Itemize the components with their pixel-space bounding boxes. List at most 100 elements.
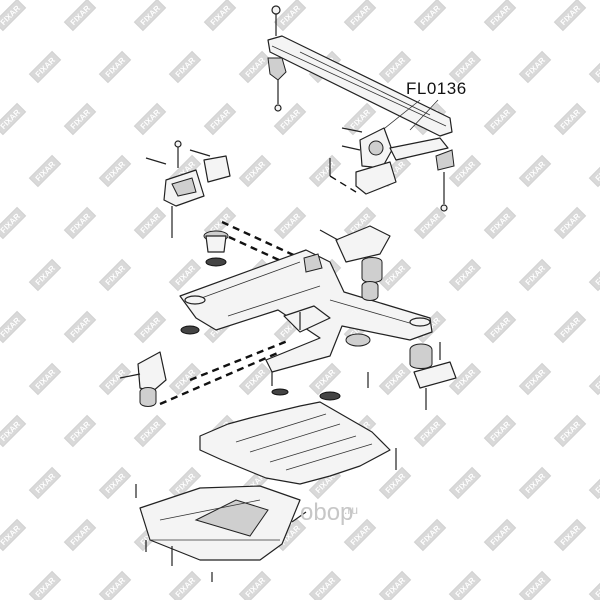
fixar-watermark-badge: FIXAR	[63, 0, 97, 32]
fixar-watermark-badge: FIXAR	[168, 362, 202, 396]
fixar-watermark-badge: FIXAR	[378, 466, 412, 500]
fixar-watermark-badge: FIXAR	[133, 310, 167, 344]
fixar-watermark-badge: FIXAR	[0, 206, 27, 240]
rear-mount-bracket	[319, 225, 391, 283]
fixar-watermark-badge: FIXAR	[378, 258, 412, 292]
fixar-watermark-badge: FIXAR	[448, 50, 482, 84]
fixar-watermark-badge: FIXAR	[98, 258, 132, 292]
fixar-watermark-badge: FIXAR	[98, 570, 132, 600]
fixar-watermark-badge: FIXAR	[413, 414, 447, 448]
fixar-watermark-badge: FIXAR	[448, 466, 482, 500]
fixar-watermark-badge: FIXAR	[588, 466, 600, 500]
fixar-watermark-badge: FIXAR	[28, 362, 62, 396]
fixar-watermark-badge: FIXAR	[448, 154, 482, 188]
fixar-watermark-badge: FIXAR	[588, 154, 600, 188]
fixar-watermark-badge: FIXAR	[553, 0, 587, 32]
fixar-watermark-badge: FIXAR	[238, 154, 272, 188]
fixar-watermark-badge: FIXAR	[98, 466, 132, 500]
fixar-watermark-badge: FIXAR	[413, 206, 447, 240]
fixar-watermark-badge: FIXAR	[483, 102, 517, 136]
lower-right-mount	[409, 342, 457, 410]
fixar-watermark-badge: FIXAR	[483, 206, 517, 240]
fixar-watermark-badge: FIXAR	[0, 310, 27, 344]
fixar-watermark-badge: FIXAR	[518, 50, 552, 84]
fixar-watermark-badge: FIXAR	[133, 206, 167, 240]
part-number-label: FL0136	[406, 79, 467, 98]
fixar-watermark-badge: FIXAR	[0, 102, 27, 136]
brand-name: obop	[300, 499, 353, 526]
fixar-watermark-badge: FIXAR	[588, 362, 600, 396]
fixar-watermark-badge: FIXAR	[448, 258, 482, 292]
fixar-watermark-badge: FIXAR	[63, 102, 97, 136]
fixar-watermark-badge: FIXAR	[203, 102, 237, 136]
fixar-watermark-badge: FIXAR	[168, 570, 202, 600]
fixar-watermark-badge: FIXAR	[63, 206, 97, 240]
subframe-pads	[180, 325, 369, 424]
fixar-watermark-badge: FIXAR	[63, 518, 97, 552]
fixar-watermark-badge: FIXAR	[588, 50, 600, 84]
lower-left-bracket	[119, 351, 167, 407]
fixar-watermark-badge: FIXAR	[28, 154, 62, 188]
lower-skid-plate	[135, 484, 307, 582]
fixar-watermark-badge: FIXAR	[448, 570, 482, 600]
fixar-watermark-badge: FIXAR	[483, 414, 517, 448]
fixar-watermark-badge: FIXAR	[238, 50, 272, 84]
fixar-watermark-badge: FIXAR	[28, 466, 62, 500]
fixar-watermark-badge: FIXAR	[588, 258, 600, 292]
fixar-watermark-badge: FIXAR	[98, 154, 132, 188]
fixar-watermark-badge: FIXAR	[308, 570, 342, 600]
fixar-watermark-badge: FIXAR	[238, 362, 272, 396]
right-engine-mount	[329, 127, 455, 212]
fixar-watermark-badge: FIXAR	[518, 570, 552, 600]
fixar-watermark-badge: FIXAR	[518, 362, 552, 396]
fixar-watermark-badge: FIXAR	[273, 206, 307, 240]
fixar-watermark-badge: FIXAR	[308, 362, 342, 396]
fixar-watermark-badge: FIXAR	[378, 362, 412, 396]
fixar-watermark-badge: FIXAR	[553, 102, 587, 136]
fixar-watermark-badge: FIXAR	[378, 50, 412, 84]
fixar-watermark-badge: FIXAR	[518, 466, 552, 500]
fixar-watermark-badge: FIXAR	[133, 0, 167, 32]
fixar-watermark-badge: FIXAR	[0, 414, 27, 448]
fixar-watermark-badge: FIXAR	[483, 0, 517, 32]
fixar-watermark-badge: FIXAR	[98, 362, 132, 396]
center-transmission-mount	[283, 305, 331, 333]
fixar-watermark-badge: FIXAR	[133, 102, 167, 136]
fixar-watermark-badge: FIXAR	[168, 258, 202, 292]
fixar-watermark-badge: FIXAR	[413, 518, 447, 552]
fixar-watermark-badge: FIXAR	[63, 414, 97, 448]
fixar-watermark-badge: FIXAR	[483, 518, 517, 552]
fixar-watermark-badge: FIXAR	[238, 570, 272, 600]
fixar-watermark-badge: FIXAR	[63, 310, 97, 344]
fixar-watermark-badge: FIXAR	[308, 154, 342, 188]
brand-watermark: obop .ru	[300, 499, 358, 526]
fixar-watermark-badge: FIXAR	[518, 154, 552, 188]
assembly-guide-lines	[159, 220, 301, 406]
fixar-watermark-badge: FIXAR	[273, 0, 307, 32]
fixar-watermark-badge: FIXAR	[168, 50, 202, 84]
fixar-watermark-badge: FIXAR	[553, 206, 587, 240]
fixar-watermark-badge: FIXAR	[28, 258, 62, 292]
brand-suffix: .ru	[344, 503, 358, 517]
fixar-watermark-badge: FIXAR	[553, 414, 587, 448]
fixar-watermark-badge: FIXAR	[413, 0, 447, 32]
fixar-watermark-badge: FIXAR	[28, 50, 62, 84]
engine-splash-shield	[199, 401, 397, 485]
fixar-watermark-badge: FIXAR	[343, 0, 377, 32]
fixar-watermark-badge: FIXAR	[553, 518, 587, 552]
fixar-watermark-badge: FIXAR	[203, 0, 237, 32]
subframe-bushing	[203, 230, 229, 267]
fixar-watermark-badge: FIXAR	[518, 258, 552, 292]
fixar-watermark-badge: FIXAR	[98, 50, 132, 84]
part-callout: FL0136	[379, 79, 467, 133]
fixar-watermark-badge: FIXAR	[28, 570, 62, 600]
fixar-watermark-badge: FIXAR	[133, 414, 167, 448]
fixar-watermark-badge: FIXAR	[0, 518, 27, 552]
fixar-watermark-badge: FIXAR	[483, 310, 517, 344]
fixar-watermark-badge: FIXAR	[553, 310, 587, 344]
left-engine-mount	[145, 140, 231, 238]
fixar-watermark-badge: FIXAR	[378, 570, 412, 600]
fixar-watermark-badge: FIXAR	[0, 0, 27, 32]
fixar-watermark-badge: FIXAR	[588, 570, 600, 600]
